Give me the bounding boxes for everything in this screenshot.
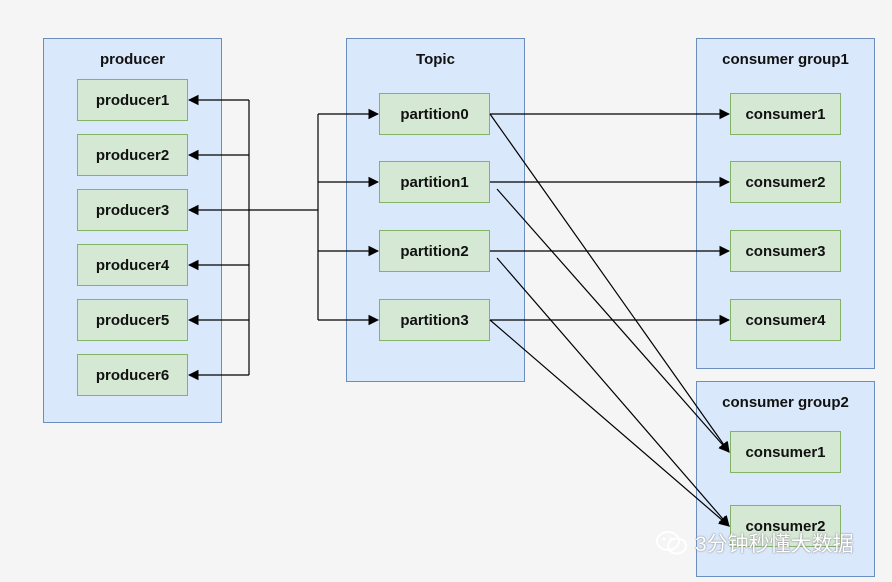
group1-consumer-node-1: consumer1 <box>730 93 841 135</box>
partition-node-1: partition1 <box>379 161 490 203</box>
partition-node-3: partition3 <box>379 299 490 341</box>
producer-node-5: producer5 <box>77 299 188 341</box>
watermark-text: 3分钟秒懂大数据 <box>695 533 854 556</box>
group1-consumer-node-2: consumer2 <box>730 161 841 203</box>
edge-partition3-g2consumer2 <box>489 319 730 527</box>
partition-node-2: partition2 <box>379 230 490 272</box>
producer-node-3: producer3 <box>77 189 188 231</box>
edge-partition2-g2consumer2 <box>496 257 730 527</box>
consumer-group2: consumer group2 <box>696 381 875 577</box>
edge-partition1-g2consumer1 <box>496 188 730 453</box>
group2-consumer-node-2: consumer2 <box>730 505 841 547</box>
wechat-icon <box>656 531 687 555</box>
consumer-group2-title: consumer group2 <box>722 394 849 411</box>
group2-consumer-node-1: consumer1 <box>730 431 841 473</box>
watermark: 3分钟秒懂大数据 <box>655 528 854 558</box>
group1-consumer-node-4: consumer4 <box>730 299 841 341</box>
consumer-group1-title: consumer group1 <box>722 51 849 68</box>
producer-node-1: producer1 <box>77 79 188 121</box>
producer-node-6: producer6 <box>77 354 188 396</box>
producer-node-4: producer4 <box>77 244 188 286</box>
partition-node-0: partition0 <box>379 93 490 135</box>
producer-node-2: producer2 <box>77 134 188 176</box>
group1-consumer-node-3: consumer3 <box>730 230 841 272</box>
producer-group-title: producer <box>99 51 165 68</box>
edge-partition0-g2consumer1 <box>489 113 730 453</box>
topic-group-title: Topic <box>416 51 455 68</box>
